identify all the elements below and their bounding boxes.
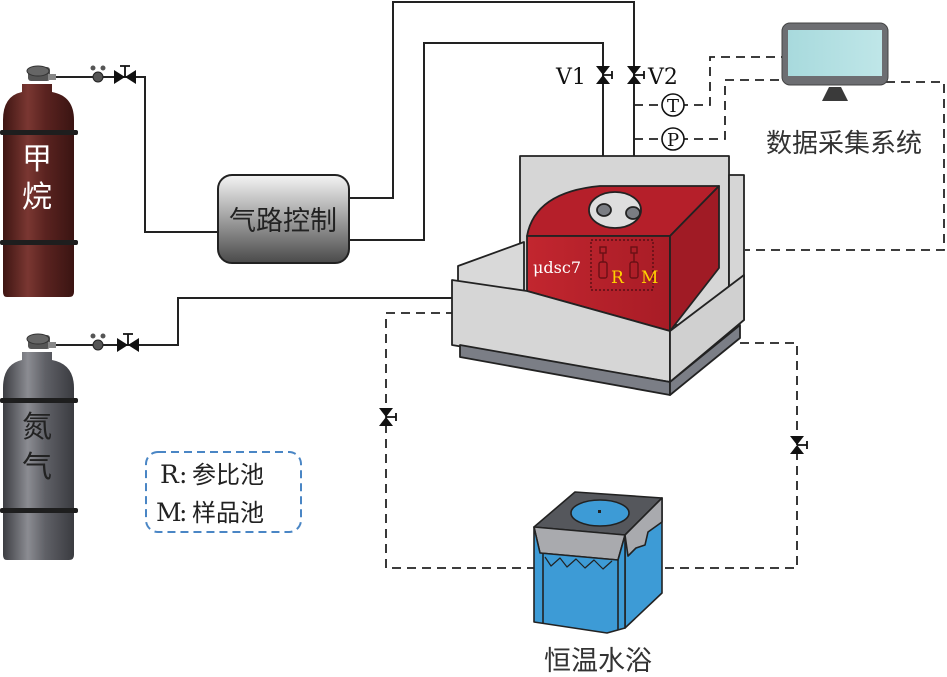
methane-regulator [90, 65, 106, 83]
methane-label-2: 烷 [22, 180, 52, 215]
nitrogen-cylinder: 氮 气 [0, 333, 78, 560]
water-supply-line [660, 342, 798, 569]
line-to-v2 [348, 1, 635, 199]
valve-v2-label: V2 [647, 65, 678, 90]
methane-label-1: 甲 [22, 142, 52, 177]
methane-valve-icon[interactable] [114, 65, 136, 84]
monitor-icon [781, 22, 889, 101]
valve-v1-label: V1 [555, 65, 586, 90]
water-bath [533, 491, 663, 634]
reference-cell-label: R [611, 268, 625, 288]
nitrogen-label-2: 气 [22, 450, 52, 485]
methane-cylinder: 甲 烷 [0, 65, 78, 297]
microcalorimeter [451, 155, 745, 396]
nitrogen-regulator [90, 333, 106, 351]
nitrogen-valve-icon[interactable] [117, 333, 139, 352]
pressure-sensor-label: P [667, 130, 679, 151]
legend-key-m: M [156, 498, 182, 527]
water-bath-label: 恒温水浴 [544, 646, 652, 677]
temperature-sensor-label: T [667, 96, 679, 117]
legend-value-r: 参比池 [192, 461, 264, 489]
pressure-sensor: P [661, 127, 685, 151]
gas-control-box: 气路控制 [217, 174, 350, 264]
gas-control-label: 气路控制 [229, 206, 337, 237]
sample-cells [590, 239, 654, 291]
valve-v1-icon[interactable] [596, 66, 613, 84]
methane-line [52, 76, 220, 233]
legend-value-m: 样品池 [192, 499, 264, 527]
daq-label: 数据采集系统 [766, 129, 922, 159]
legend-key-r: R [160, 460, 180, 489]
nitrogen-label-1: 氮 [22, 410, 52, 445]
instrument-signal-line [745, 81, 945, 251]
water-return-valve-icon[interactable] [379, 408, 397, 426]
instrument-model-label: μdsc7 [533, 258, 581, 277]
svg-text::: : [179, 460, 187, 489]
water-return-line [385, 312, 534, 569]
valve-v2-icon[interactable] [627, 66, 645, 84]
sample-cell-label: M [641, 268, 658, 288]
legend: R : 参比池 M : 样品池 [145, 451, 302, 533]
temperature-sensor: T [661, 93, 685, 117]
water-supply-valve-icon[interactable] [790, 436, 808, 454]
svg-text::: : [179, 498, 187, 527]
nitrogen-line [52, 297, 455, 346]
